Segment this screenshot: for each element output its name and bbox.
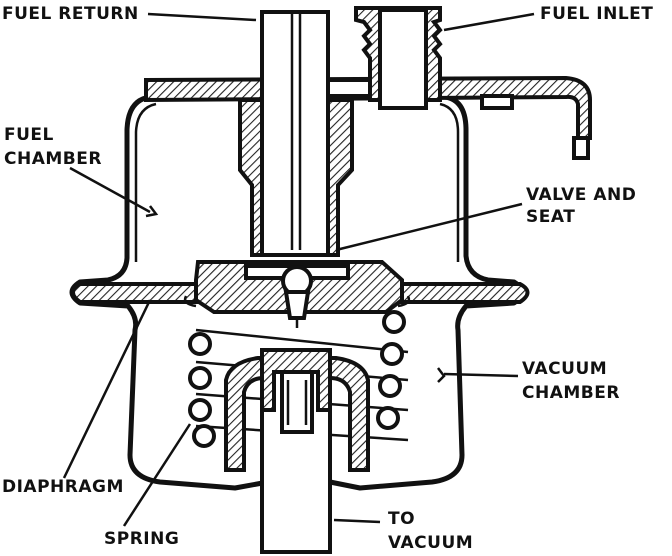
spring-leader (122, 423, 192, 527)
label-to-vacuum-line2: VACUUM (388, 533, 473, 553)
label-fuel-inlet: FUEL INLET (540, 4, 653, 24)
fuel-return-leader (147, 12, 257, 22)
fuel-inlet-leader (443, 12, 535, 32)
valve-and-seat-leader (335, 202, 523, 252)
label-fuel-chamber-line2: CHAMBER (4, 149, 102, 169)
label-fuel-return: FUEL RETURN (2, 4, 139, 24)
label-vacuum-chamber-line2: CHAMBER (522, 383, 620, 403)
spring (188, 310, 409, 448)
leader-lines (62, 12, 535, 527)
valve-and-seat (183, 260, 411, 328)
vacuum-chamber-leader (443, 372, 519, 378)
label-fuel-chamber-line1: FUEL (4, 125, 54, 145)
label-vacuum-chamber-line1: VACUUM (522, 359, 607, 379)
fuel-return-tube (238, 10, 372, 257)
label-diaphragm: DIAPHRAGM (2, 477, 124, 497)
to-vacuum-leader (333, 518, 381, 524)
label-valve-and-seat-line2: SEAT (526, 207, 575, 227)
vacuum-fitting (260, 348, 332, 554)
fuel-inlet-fitting (354, 6, 443, 110)
spring-cup (224, 356, 370, 472)
label-valve-and-seat-line1: VALVE AND (526, 185, 636, 205)
label-to-vacuum-line1: TO (388, 509, 415, 529)
diaphragm-leader (62, 299, 152, 479)
labels: FUEL RETURN FUEL INLET FUEL CHAMBER VALV… (2, 4, 653, 553)
fuel-chamber-leader (69, 166, 151, 214)
label-spring: SPRING (104, 529, 179, 549)
